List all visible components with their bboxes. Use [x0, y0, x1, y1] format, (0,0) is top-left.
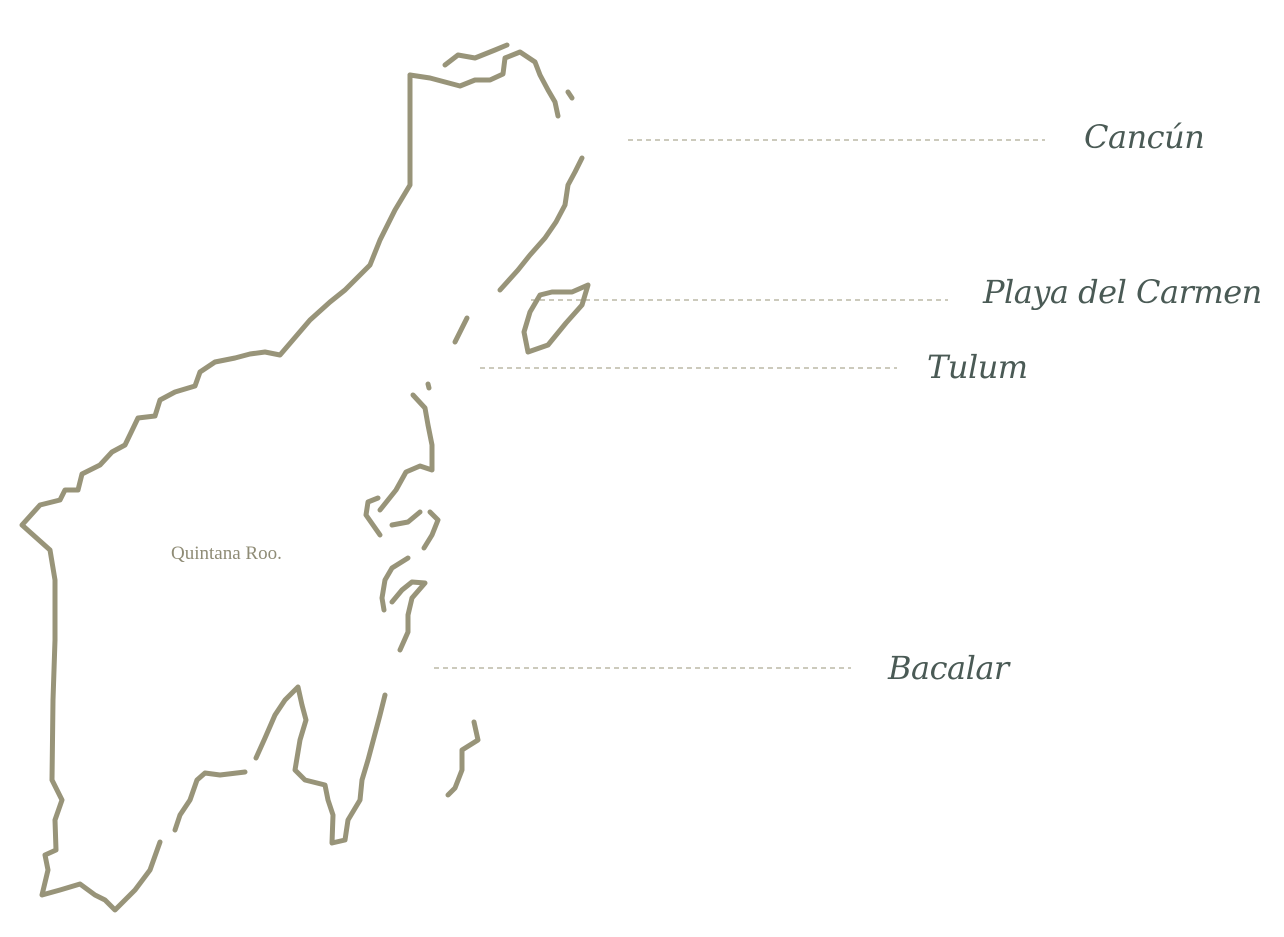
coastline-chetumal-bay — [253, 684, 388, 846]
coastline — [19, 42, 591, 913]
coastline-east-4 — [363, 495, 383, 538]
coastline-east-1 — [497, 155, 585, 293]
region-label: Quintana Roo. — [171, 543, 282, 564]
coastline-holbox — [442, 42, 510, 68]
city-label-playa-del-carmen[interactable]: Playa del Carmen — [983, 273, 1262, 311]
coastline-east-2 — [452, 315, 470, 345]
coastline-south — [172, 769, 248, 833]
coastline-north — [407, 49, 561, 119]
coastline-xcalak — [445, 719, 481, 798]
city-label-tulum[interactable]: Tulum — [927, 348, 1028, 386]
cozumel-island — [521, 282, 591, 355]
coastline-east-3 — [377, 392, 435, 513]
coastline-main — [19, 72, 413, 913]
coastline-east-6 — [379, 555, 428, 653]
city-label-cancun[interactable]: Cancún — [1084, 118, 1205, 156]
city-label-bacalar[interactable]: Bacalar — [888, 649, 1009, 687]
coastline-dot — [425, 89, 575, 391]
coastline-east-5 — [389, 509, 441, 551]
